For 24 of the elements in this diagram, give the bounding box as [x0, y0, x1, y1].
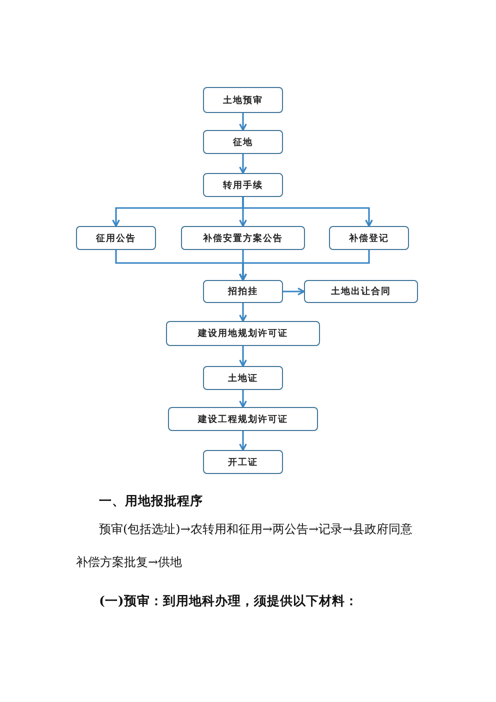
arrow [242, 197, 373, 227]
arrow [239, 346, 247, 367]
process-box: 转用手续 [203, 173, 283, 197]
arrow [239, 431, 247, 451]
arrow [239, 250, 370, 281]
paragraph: 预审(包括选址)→农转用和征用→两公告→记录→县政府同意补偿方案批复→供地 [76, 521, 414, 571]
arrow [283, 288, 305, 296]
process-box: 土地出让合同 [304, 280, 418, 303]
process-box: 土地预审 [203, 87, 283, 113]
arrow [239, 154, 247, 174]
process-box: 开工证 [203, 450, 283, 474]
arrow [239, 113, 247, 131]
subsection-heading: (一)预审：到用地科办理，须提供以下材料： [99, 592, 359, 609]
process-box: 土地证 [203, 366, 283, 390]
process-box: 补偿登记 [329, 226, 409, 250]
arrow [239, 303, 247, 322]
process-box: 补偿安置方案公告 [181, 226, 305, 250]
process-box: 建设工程规划许可证 [168, 407, 318, 431]
process-box: 征地 [203, 130, 283, 154]
section-heading: 一、用地报批程序 [99, 492, 204, 509]
process-box: 招拍挂 [203, 280, 283, 303]
arrow [239, 390, 247, 408]
process-box: 建设用地规划许可证 [166, 321, 320, 346]
process-box: 征用公告 [76, 226, 156, 250]
